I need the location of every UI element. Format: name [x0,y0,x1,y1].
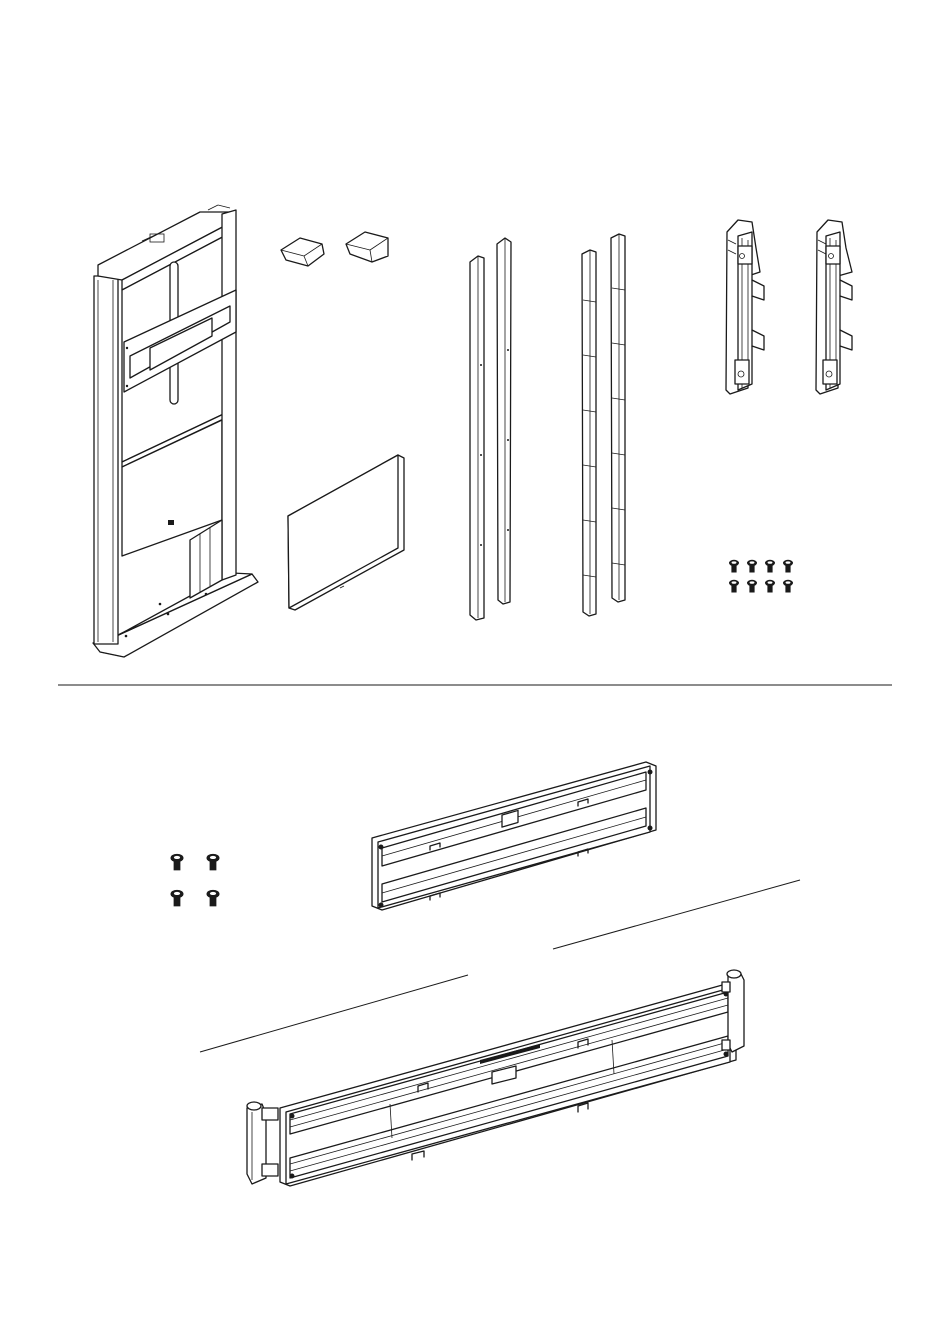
screw-icon [765,560,775,573]
cover-panel-icon [288,455,404,610]
side-trim-icon [470,256,484,620]
screw-icon [729,560,739,573]
alignment-line [200,975,468,1052]
vertical-bracket-icon [726,220,764,394]
side-trim-icon [497,238,511,604]
end-cap-icon [346,232,388,262]
wide-rail-icon [247,970,744,1186]
screw-icon [747,560,757,573]
screw-icon [783,580,793,593]
cable-strip-icon [582,250,596,616]
end-cap-icon [281,238,324,266]
screw-icon [765,580,775,593]
screw-icon [729,580,739,593]
screw-icon [747,580,757,593]
mounting-rail-icon [372,762,656,910]
cable-strip-icon [611,234,625,602]
screw-icon [171,890,184,907]
vertical-bracket-icon [816,220,852,394]
screw-icon [783,560,793,573]
frame-screws-group [171,854,220,907]
floor-stand-icon [93,205,258,657]
screw-icon [207,890,220,907]
screw-icon [171,854,184,871]
screw-icon [207,854,220,871]
alignment-line [553,880,800,949]
bracket-screws-group [729,560,793,593]
